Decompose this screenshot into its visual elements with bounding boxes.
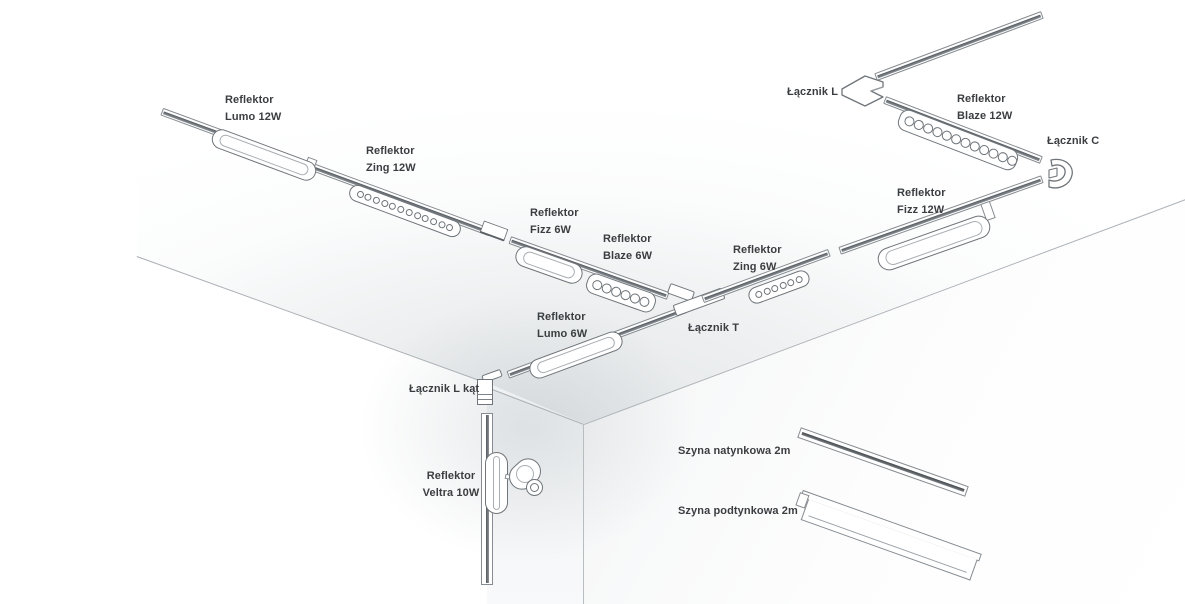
led-dot	[404, 208, 414, 218]
label-reflektor-blaze-6w: Reflektor Blaze 6W	[603, 231, 652, 264]
label-lacznik-l-kat: Łącznik L kąt	[409, 383, 480, 395]
label-line: Blaze 12W	[957, 109, 1013, 122]
label-line: Lumo 12W	[225, 110, 282, 123]
label-line: Reflektor	[537, 311, 586, 323]
label-line: Reflektor	[733, 244, 782, 256]
label-line: Blaze 6W	[603, 249, 653, 262]
reflektor-veltra-10w-body	[475, 448, 557, 514]
label-reflektor-zing-6w: Reflektor Zing 6W	[733, 242, 782, 275]
label-lacznik-t: Łącznik T	[688, 322, 740, 334]
led-dot	[396, 204, 406, 214]
led-dot	[445, 223, 455, 233]
led-dot	[794, 275, 804, 285]
led-dot	[420, 214, 430, 224]
lacznik-l-kat-wall-box	[477, 379, 493, 405]
label-lacznik-c: Łącznik C	[1047, 135, 1100, 147]
led-dot	[371, 195, 381, 205]
led-dot	[786, 278, 796, 288]
lacznik-l-kat-connector	[474, 368, 506, 416]
lacznik-l-connector	[841, 75, 884, 107]
led-dot	[754, 289, 764, 299]
led-dot	[388, 201, 398, 211]
label-reflektor-fizz-12w: Reflektor Fizz 12W	[897, 185, 946, 218]
label-reflektor-lumo-12w: Reflektor Lumo 12W	[225, 92, 281, 125]
veltra-lens-inner	[530, 483, 539, 492]
led-dot	[638, 294, 651, 308]
label-line: Reflektor	[897, 187, 946, 199]
label-reflektor-zing-12w: Reflektor Zing 12W	[366, 143, 416, 176]
label-line: Fizz 6W	[530, 223, 572, 236]
label-line: Zing 12W	[366, 161, 416, 174]
label-reflektor-lumo-6w: Reflektor Lumo 6W	[537, 309, 587, 342]
label-reflektor-blaze-12w: Reflektor Blaze 12W	[957, 91, 1012, 124]
led-dot	[770, 283, 780, 293]
veltra-backplate	[485, 452, 508, 514]
wall-corner-edge	[583, 424, 584, 604]
lacznik-c-connector	[1048, 158, 1073, 189]
label-line: Reflektor	[530, 207, 579, 219]
label-line: Fizz 12W	[897, 203, 945, 216]
label-line: Veltra 10W	[422, 486, 480, 499]
led-dot	[428, 217, 438, 227]
label-line: Reflektor	[957, 93, 1006, 105]
label-line: Zing 6W	[733, 260, 777, 273]
label-line: Reflektor	[366, 145, 415, 157]
label-line: Lumo 6W	[537, 327, 588, 340]
label-szyna-podtynkowa: Szyna podtynkowa 2m	[678, 505, 798, 517]
label-line: Reflektor	[603, 233, 652, 245]
led-dot	[412, 211, 422, 221]
led-dot	[363, 192, 373, 202]
label-line: Reflektor	[225, 94, 274, 106]
label-lacznik-l: Łącznik L	[787, 86, 839, 98]
label-reflektor-veltra-10w: Reflektor Veltra 10W	[421, 468, 481, 501]
label-szyna-natynkowa: Szyna natynkowa 2m	[678, 445, 791, 457]
label-reflektor-fizz-6w: Reflektor Fizz 6W	[530, 205, 579, 238]
label-line: Reflektor	[426, 470, 476, 482]
